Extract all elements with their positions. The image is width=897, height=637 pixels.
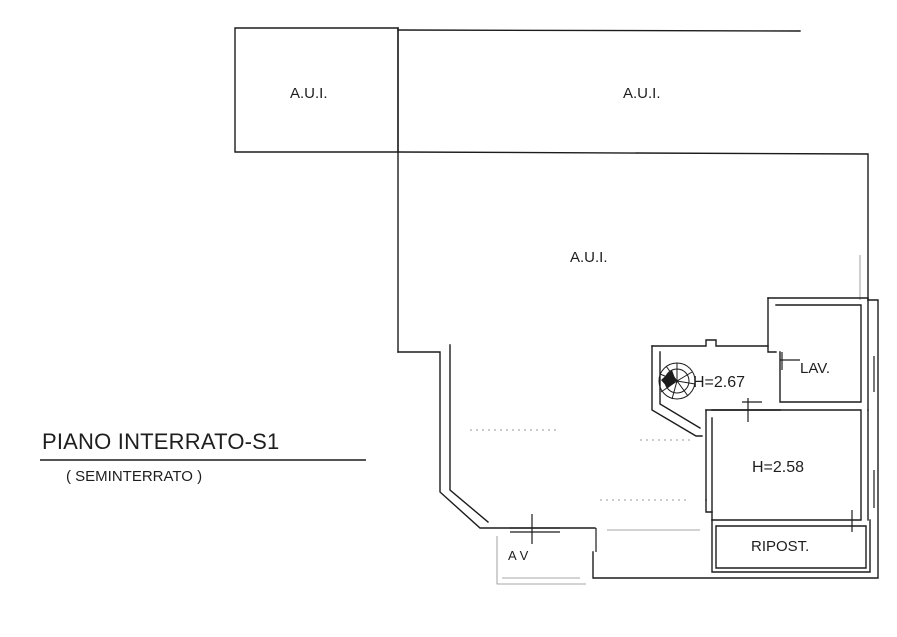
right-wing-walls [592,297,879,579]
unit-top-right [397,27,869,353]
faint-marks [470,429,700,531]
spiral-stair-icon [658,362,696,400]
floor-subtitle: ( SEMINTERRATO ) [66,468,202,485]
room-label-aui-top-left: A.U.I. [290,85,328,102]
room-label-lav: LAV. [800,360,830,377]
stamp-text: A V [508,548,529,563]
room-label-aui-top-right: A.U.I. [623,85,661,102]
height-label-room: H=2.58 [752,459,804,476]
room-label-ripost: RIPOST. [751,538,809,555]
stair-enclosure [651,339,862,521]
unit-main [397,255,861,529]
opening-ticks [510,352,875,552]
height-label-stair: H=2.67 [693,374,745,391]
floor-title: PIANO INTERRATO-S1 [42,429,280,454]
ripostiglio-room [711,519,871,573]
room-label-aui-main: A.U.I. [570,249,608,266]
stamp-box: A V [496,536,586,585]
